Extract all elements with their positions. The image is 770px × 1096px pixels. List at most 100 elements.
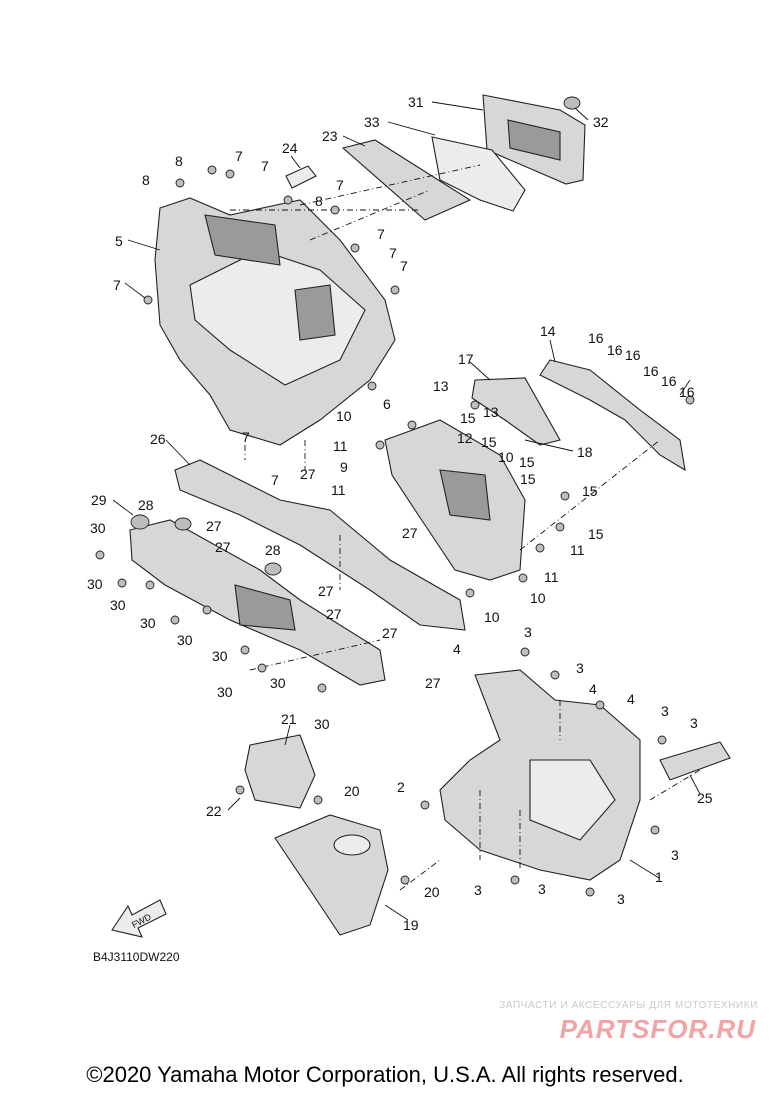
part-18-frame	[384, 419, 526, 581]
part-28-plug-b	[264, 562, 282, 576]
callout-7a: 7	[235, 148, 243, 164]
fwd-arrow-icon: FWD	[111, 899, 167, 938]
callout-3h: 3	[617, 891, 625, 907]
callout-27f: 27	[326, 606, 342, 622]
callout-30f: 30	[212, 648, 228, 664]
callout-7e: 7	[389, 245, 397, 261]
part-23-panel	[341, 139, 472, 221]
callout-11b: 11	[331, 482, 346, 498]
callout-27a: 27	[300, 466, 316, 482]
callout-13a: 13	[433, 378, 449, 394]
callout-28a: 28	[138, 497, 154, 513]
callout-10b: 10	[498, 449, 514, 465]
part-33-seal	[431, 136, 526, 212]
callout-27c: 27	[215, 539, 231, 555]
callout-19: 19	[403, 917, 419, 933]
callout-3b: 3	[576, 660, 584, 676]
copyright-notice: ©2020 Yamaha Motor Corporation, U.S.A. A…	[86, 1062, 684, 1087]
callout-33: 33	[364, 114, 380, 130]
watermark-logo: PARTSFOR.RU	[559, 1014, 756, 1044]
callout-28b: 28	[265, 542, 281, 558]
callout-12: 12	[457, 430, 473, 446]
callout-7f: 7	[400, 258, 408, 274]
part-17-cover	[471, 377, 561, 446]
callout-1: 1	[655, 869, 663, 885]
part-21-box	[244, 734, 316, 809]
callout-labels: 31 32 33 23 24 8 8 8 7 7 7 7 7 7 7 7 7 5…	[87, 94, 713, 933]
callout-22: 22	[206, 803, 222, 819]
callout-23: 23	[322, 128, 338, 144]
callout-30c: 30	[110, 597, 126, 613]
callout-5: 5	[115, 233, 123, 249]
callout-15e: 15	[582, 483, 598, 499]
callout-29: 29	[91, 492, 107, 508]
callout-16d: 16	[643, 363, 659, 379]
callout-3e: 3	[671, 847, 679, 863]
callout-25: 25	[697, 790, 713, 806]
callout-7c: 7	[336, 177, 344, 193]
callout-11c: 11	[570, 542, 585, 558]
callout-27e: 27	[318, 583, 334, 599]
callout-32: 32	[593, 114, 609, 130]
diagram-code: B4J3110DW220	[93, 950, 180, 964]
part-24-clip	[285, 165, 317, 189]
callout-10d: 10	[484, 609, 500, 625]
callout-11d: 11	[544, 569, 559, 585]
part-1-lower-body	[439, 669, 641, 881]
part-30-rail	[129, 519, 386, 686]
callout-15c: 15	[519, 454, 535, 470]
callout-8a: 8	[175, 153, 183, 169]
callout-4a: 4	[453, 641, 461, 657]
callout-30a: 30	[90, 520, 106, 536]
callout-8b: 8	[142, 172, 150, 188]
callout-18: 18	[577, 444, 593, 460]
callout-27d: 27	[402, 525, 418, 541]
callout-3d: 3	[690, 715, 698, 731]
callout-26: 26	[150, 431, 166, 447]
callout-20a: 20	[344, 783, 360, 799]
callout-4b: 4	[589, 681, 597, 697]
callout-30g: 30	[217, 684, 233, 700]
callout-16c: 16	[625, 347, 641, 363]
callout-30b: 30	[87, 576, 103, 592]
callout-31: 31	[408, 94, 424, 110]
callout-16b: 16	[607, 342, 623, 358]
callout-7d: 7	[377, 226, 385, 242]
callout-21: 21	[281, 711, 297, 727]
fasteners	[95, 165, 695, 897]
callout-3f: 3	[474, 882, 482, 898]
callout-15f: 15	[588, 526, 604, 542]
callout-3a: 3	[524, 624, 532, 640]
callout-9: 9	[340, 459, 348, 475]
watermark-tagline: ЗАПЧАСТИ И АКСЕССУАРЫ ДЛЯ МОТОТЕХНИКИ	[499, 1000, 758, 1011]
part-5-body	[154, 197, 396, 446]
callout-7h: 7	[242, 429, 250, 445]
callout-27g: 27	[382, 625, 398, 641]
part-14-guard	[539, 359, 686, 472]
callout-15d: 15	[520, 471, 536, 487]
callout-20b: 20	[424, 884, 440, 900]
callout-7g: 7	[113, 277, 121, 293]
part-26-rail	[174, 459, 466, 631]
callout-7i: 7	[271, 472, 279, 488]
callout-10a: 10	[336, 408, 352, 424]
callout-15b: 15	[481, 434, 497, 450]
part-28-plug-a	[174, 517, 192, 531]
callout-30h: 30	[270, 675, 286, 691]
callout-17: 17	[458, 351, 474, 367]
callout-10c: 10	[530, 590, 546, 606]
part-19-lower-panel	[274, 814, 389, 936]
callout-30i: 30	[314, 716, 330, 732]
callout-24: 24	[282, 140, 298, 156]
callout-13b: 13	[483, 404, 499, 420]
part-29-plug	[130, 514, 150, 530]
callout-27b: 27	[206, 518, 222, 534]
callout-14: 14	[540, 323, 556, 339]
leader-lines	[112, 101, 701, 921]
callout-4c: 4	[627, 691, 635, 707]
callout-16e: 16	[661, 373, 677, 389]
callout-30e: 30	[177, 632, 193, 648]
callout-16f: 16	[679, 384, 695, 400]
part-25-tray	[659, 741, 731, 781]
